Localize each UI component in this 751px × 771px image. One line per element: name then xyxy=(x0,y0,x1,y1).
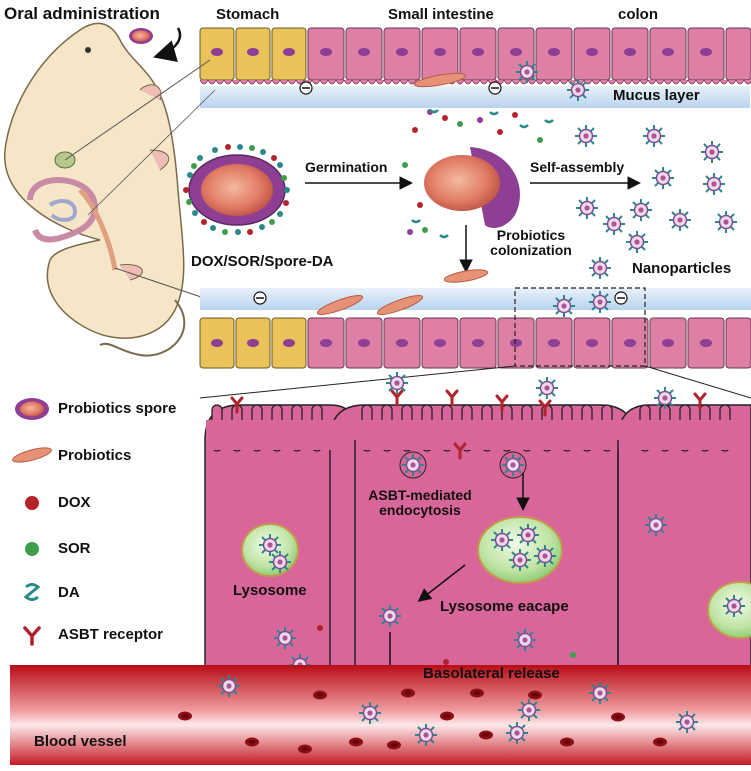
dox-icon xyxy=(25,496,39,510)
lysosome-label: Lysosome xyxy=(233,582,307,599)
legend-icons xyxy=(12,398,52,646)
oral-spore xyxy=(129,27,182,62)
germination-label: Germination xyxy=(305,159,388,175)
legend-label-dox: DOX xyxy=(58,494,91,511)
formulation-label: DOX/SOR/Spore-DA xyxy=(191,253,334,270)
sor-icon xyxy=(25,542,39,556)
lysosome-escape-label: Lysosome eacape xyxy=(440,598,569,615)
middle-epithelium xyxy=(199,287,751,399)
basolateral-release-label: Basolateral release xyxy=(423,665,560,682)
germinated-spore xyxy=(402,109,554,239)
nanoparticles-label: Nanoparticles xyxy=(632,260,732,277)
legend-label-da: DA xyxy=(58,584,80,601)
colon-label: colon xyxy=(618,6,658,23)
mucus-layer-label: Mucus layer xyxy=(613,87,700,104)
negative-charge-icon xyxy=(299,81,502,95)
mouse-illustration xyxy=(4,22,216,357)
probiotics-icon xyxy=(12,447,52,463)
probiotics-spore-icon xyxy=(15,398,49,420)
endocytosis-label: ASBT-mediated endocytosis xyxy=(368,487,472,519)
blood-vessel-label: Blood vessel xyxy=(34,733,127,750)
asbt-receptor-icon xyxy=(23,626,41,646)
formulation-spore xyxy=(183,144,290,235)
self-assembly-label: Self-assembly xyxy=(530,159,625,175)
zoomed-cells xyxy=(204,371,751,723)
probiotics-colonization-label: Probiotics colonization xyxy=(490,227,572,259)
da-icon xyxy=(23,583,41,601)
legend-label-probiotics: Probiotics xyxy=(58,447,132,464)
stomach-label: Stomach xyxy=(216,6,280,23)
oral-administration-label: Oral administration xyxy=(4,4,160,23)
top-epithelium xyxy=(199,27,751,108)
legend-label-sor: SOR xyxy=(58,540,91,557)
legend-label-spore: Probiotics spore xyxy=(58,400,177,417)
nanoparticles-cloud xyxy=(574,124,738,280)
legend-label-asbt: ASBT receptor xyxy=(58,626,164,643)
small-intestine-label: Small intestine xyxy=(388,6,494,23)
blood-vessel xyxy=(10,665,751,765)
